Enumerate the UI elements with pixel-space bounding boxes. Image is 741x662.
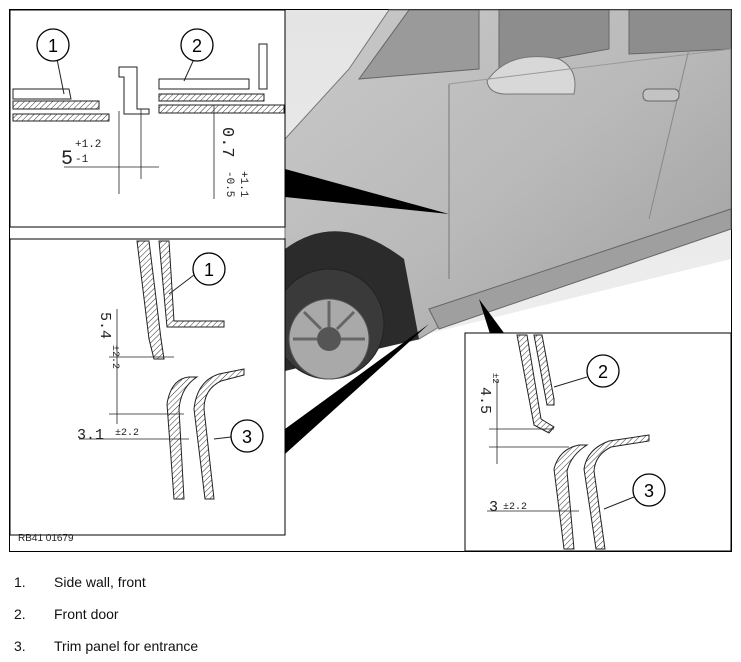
detail-top-left: 5 +1.2 -1 0.7 +1.1 -0.5 1 2	[9, 9, 286, 228]
dim-top-left-horiz-tol-plus: +1.2	[75, 139, 101, 151]
dim-top-left-vert-tol-minus: -0.5	[223, 171, 235, 197]
legend-label: Front door	[54, 606, 119, 622]
callout-2-right-label: 2	[598, 362, 608, 382]
detail-middle-left: 5.4 ±2.2 3.1 ±2.2 1 3	[9, 238, 286, 536]
pointer-wedge-top	[285, 169, 449, 214]
callout-3-mid	[230, 419, 264, 453]
legend-item: 1. Side wall, front	[14, 566, 714, 598]
legend: 1. Side wall, front 2. Front door 3. Tri…	[14, 566, 714, 662]
pointer-wedge-left	[285, 324, 429, 454]
dim-right-vert-tol: ±2	[490, 373, 500, 384]
dim-right-horiz-tol: ±2.2	[503, 502, 527, 513]
callout-1-top-label: 1	[48, 36, 58, 56]
dim-top-left-horiz-tol-minus: -1	[75, 154, 89, 166]
callout-1-top	[36, 28, 70, 62]
figure-code: RB41 01679	[18, 533, 74, 544]
dim-top-left-vert: 0.7	[217, 127, 236, 158]
callout-2-right	[586, 354, 620, 388]
dim-right-horiz: 3	[489, 499, 498, 516]
callout-3-right	[632, 473, 666, 507]
callout-2-top-label: 2	[192, 36, 202, 56]
callout-2-top	[180, 28, 214, 62]
legend-item: 2. Front door	[14, 598, 714, 630]
pointer-wedge-right	[479, 299, 507, 337]
callout-1-mid-label: 1	[204, 260, 214, 280]
dim-right-vert: 4.5	[476, 387, 493, 414]
dim-mid-horiz: 3.1	[77, 427, 104, 444]
legend-item: 3. Trim panel for entrance	[14, 630, 714, 662]
dim-top-left-horiz: 5	[61, 148, 73, 171]
dim-top-left-vert-tol-plus: +1.1	[237, 171, 249, 198]
dim-mid-vert-tol: ±2.2	[109, 345, 120, 369]
legend-label: Side wall, front	[54, 574, 146, 590]
dim-mid-vert: 5.4	[96, 312, 113, 339]
callout-3-mid-label: 3	[242, 427, 252, 447]
diagram-figure: 5 +1.2 -1 0.7 +1.1 -0.5 1 2 5.	[9, 9, 732, 552]
legend-number: 3.	[14, 638, 26, 654]
callout-1-mid	[192, 252, 226, 286]
dim-mid-horiz-tol: ±2.2	[115, 428, 139, 439]
legend-label: Trim panel for entrance	[54, 638, 199, 654]
callout-3-right-label: 3	[644, 481, 654, 501]
legend-number: 2.	[14, 606, 26, 622]
detail-right: 4.5 ±2 3 ±2.2 2 3	[464, 332, 732, 552]
legend-number: 1.	[14, 574, 26, 590]
